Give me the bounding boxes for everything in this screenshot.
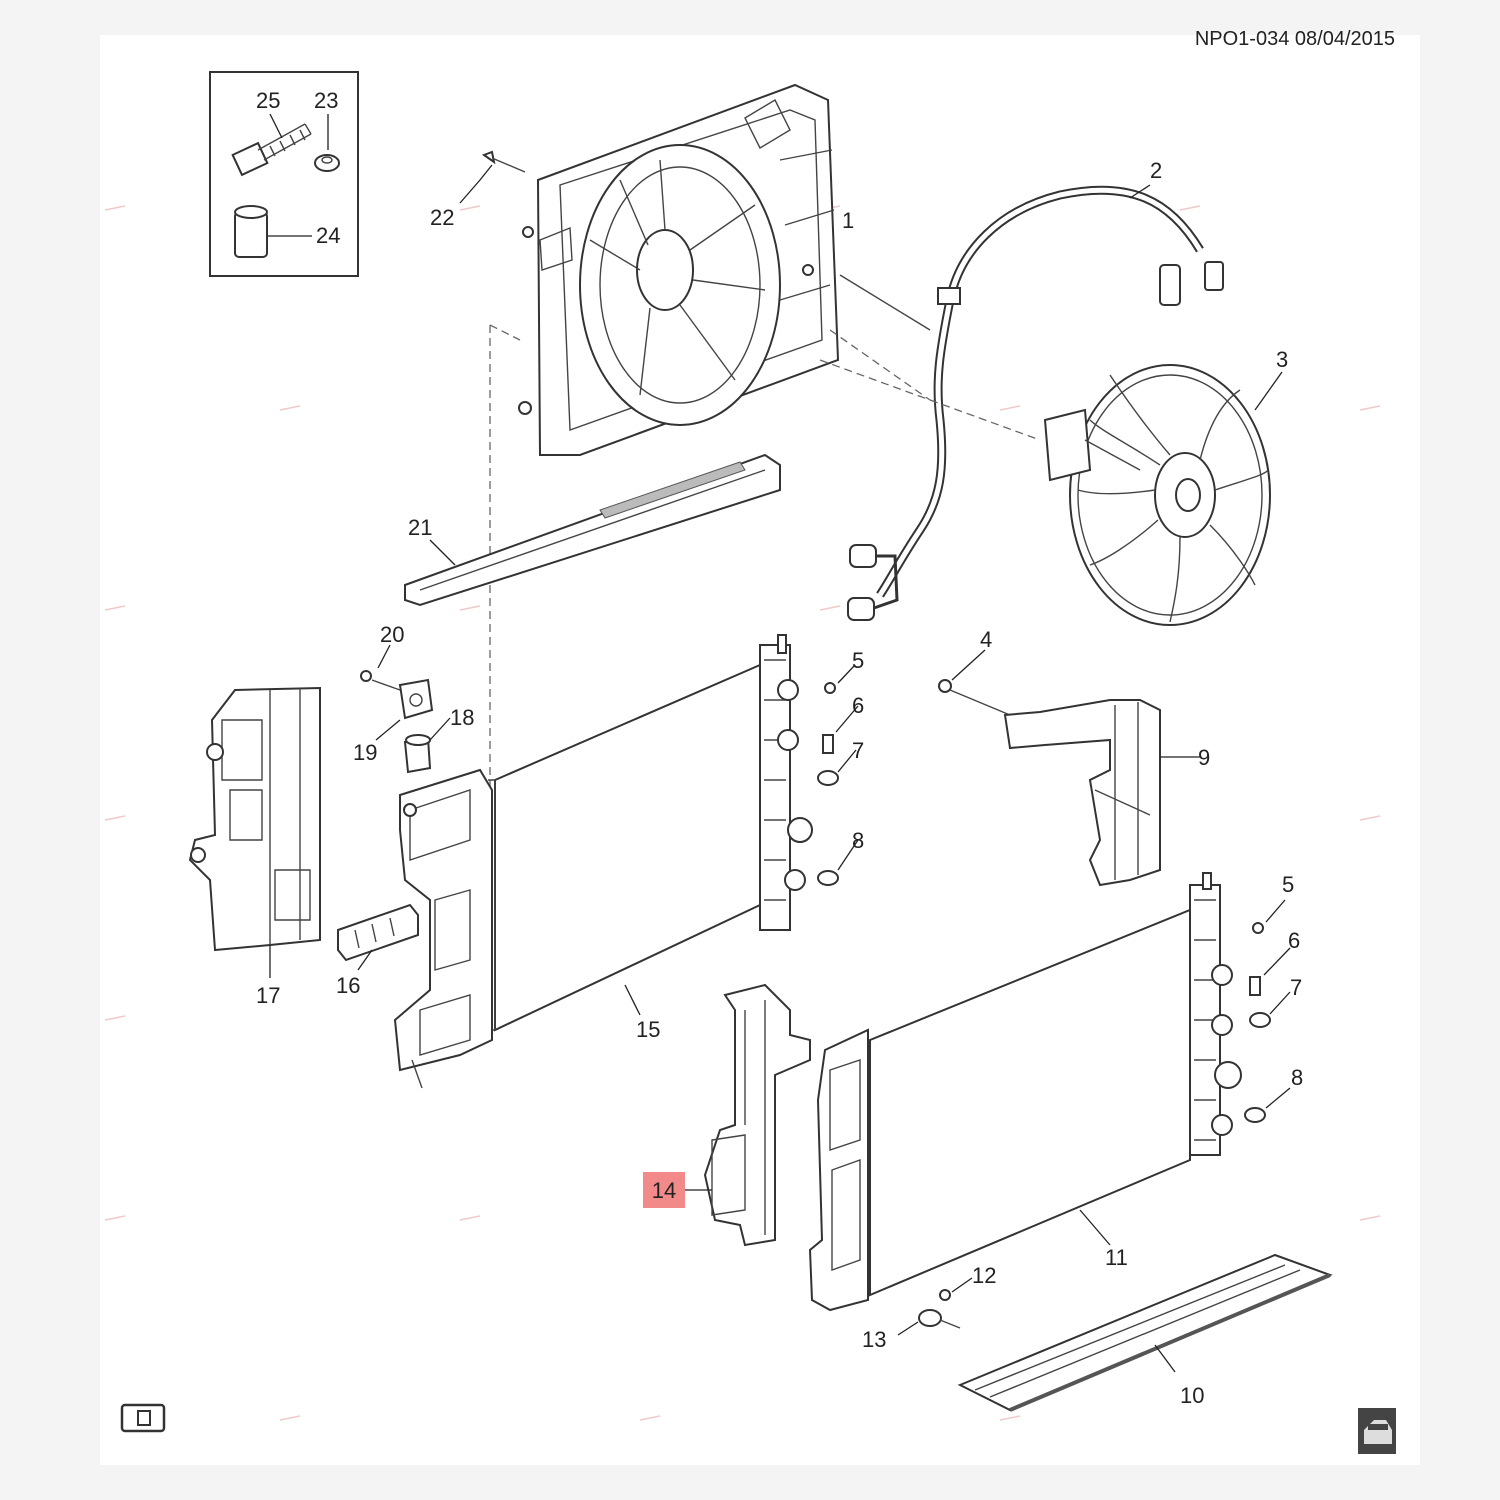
callout-24: 24 — [316, 223, 340, 248]
page-icon — [120, 1403, 166, 1433]
callout-labels: 1 2 3 4 5 6 7 8 9 10 11 12 13 5 6 7 8 15… — [256, 88, 1303, 1408]
callout-8a: 8 — [852, 828, 864, 853]
callout-21: 21 — [408, 515, 432, 540]
callout-8b: 8 — [1291, 1065, 1303, 1090]
bracket-14 — [684, 983, 811, 1247]
watermark — [104, 205, 1381, 1421]
highlight-box — [643, 1172, 685, 1208]
callout-7b: 7 — [1290, 975, 1302, 1000]
callout-1: 1 — [842, 208, 854, 233]
callout-23: 23 — [314, 88, 338, 113]
cooling-fan — [1043, 364, 1283, 626]
fasteners-upper — [817, 664, 859, 886]
callout-25: 25 — [256, 88, 280, 113]
bolt-25 — [231, 123, 312, 177]
callout-20: 20 — [380, 622, 404, 647]
callout-18: 18 — [450, 705, 474, 730]
callout-10: 10 — [1180, 1383, 1204, 1408]
fastener-inset — [209, 71, 359, 277]
fasteners-lower — [1244, 899, 1291, 1123]
callout-15: 15 — [636, 1017, 660, 1042]
callout-6b: 6 — [1288, 928, 1300, 953]
callout-11: 11 — [1105, 1245, 1128, 1270]
insert-24 — [234, 205, 268, 258]
air-deflector-lower — [957, 1253, 1333, 1412]
fan-shroud — [518, 83, 840, 456]
callout-17: 17 — [256, 983, 280, 1008]
wiring-harness — [839, 184, 1224, 621]
callout-13: 13 — [862, 1327, 886, 1352]
bracket-9 — [938, 649, 1200, 887]
diagram-code: NPO1-034 08/04/2015 — [1195, 28, 1395, 50]
callout-5a: 5 — [852, 648, 864, 673]
callout-2: 2 — [1150, 158, 1162, 183]
callout-9: 9 — [1198, 745, 1210, 770]
callout-14: 14 — [652, 1178, 676, 1203]
callout-3: 3 — [1276, 347, 1288, 372]
screw-22 — [459, 150, 526, 204]
radiator-upper — [393, 634, 813, 1089]
callout-19: 19 — [353, 740, 377, 765]
callout-4: 4 — [980, 627, 992, 652]
highlighted-callout-14[interactable]: 14 — [643, 1172, 685, 1208]
alignment-lines — [489, 324, 1041, 790]
vehicle-icon — [1358, 1408, 1396, 1454]
air-deflector-upper — [404, 453, 781, 607]
nut-23 — [314, 154, 340, 172]
callout-7a: 7 — [852, 738, 864, 763]
parts-12-13 — [897, 1277, 973, 1336]
side-bracket — [188, 686, 321, 978]
radiator-lower — [808, 872, 1242, 1312]
mount-parts — [360, 644, 451, 774]
callout-5b: 5 — [1282, 872, 1294, 897]
callout-12: 12 — [972, 1263, 996, 1288]
callout-6a: 6 — [852, 693, 864, 718]
callout-16: 16 — [336, 973, 360, 998]
seal-16 — [337, 903, 419, 971]
callout-22: 22 — [430, 205, 454, 230]
